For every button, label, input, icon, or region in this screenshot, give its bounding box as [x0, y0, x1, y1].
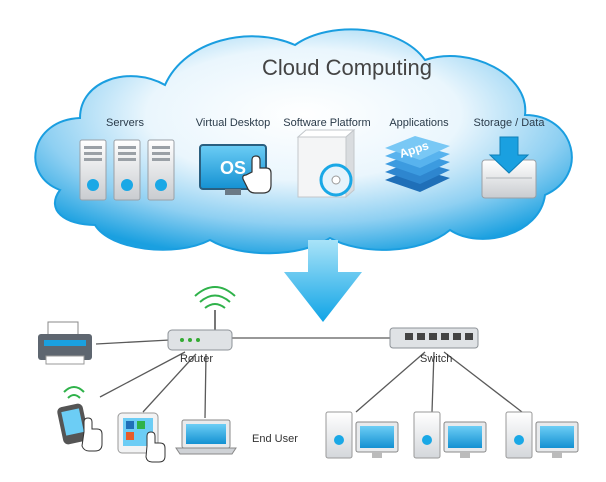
- os-screen-text: OS: [220, 158, 246, 178]
- mobile-phone-icon: [57, 386, 103, 452]
- os-monitor-icon: OS: [199, 144, 272, 195]
- desktop-pc-icon-2: [413, 411, 487, 459]
- desktop-pc-icon-1: [325, 411, 399, 459]
- diagram-title: Cloud Computing: [262, 55, 432, 80]
- service-label-servers: Servers: [106, 117, 144, 129]
- service-label-storage-data: Storage / Data: [473, 117, 545, 129]
- storage-drive-icon: [481, 136, 537, 199]
- service-label-virtual-desktop: Virtual Desktop: [195, 117, 271, 129]
- network-links: [95, 337, 523, 419]
- server-rack-icon: [79, 139, 175, 201]
- switch-label: Switch: [420, 353, 453, 365]
- software-box-icon: [296, 128, 356, 199]
- apps-stack-icon: Apps: [385, 136, 450, 192]
- desktop-pc-icon-3: [505, 411, 579, 459]
- download-arrow-icon: [284, 240, 362, 322]
- hand-cursor-icon: [242, 155, 272, 194]
- printer-icon: [38, 321, 92, 365]
- end-user-label: End User: [252, 433, 298, 445]
- switch-icon: [389, 327, 479, 349]
- router-icon: [167, 286, 236, 351]
- tablet-icon: [117, 412, 166, 463]
- router-label: Router: [180, 353, 214, 365]
- laptop-icon: [175, 419, 237, 455]
- service-label-applications: Applications: [389, 117, 449, 129]
- service-label-software-platform: Software Platform: [283, 117, 371, 129]
